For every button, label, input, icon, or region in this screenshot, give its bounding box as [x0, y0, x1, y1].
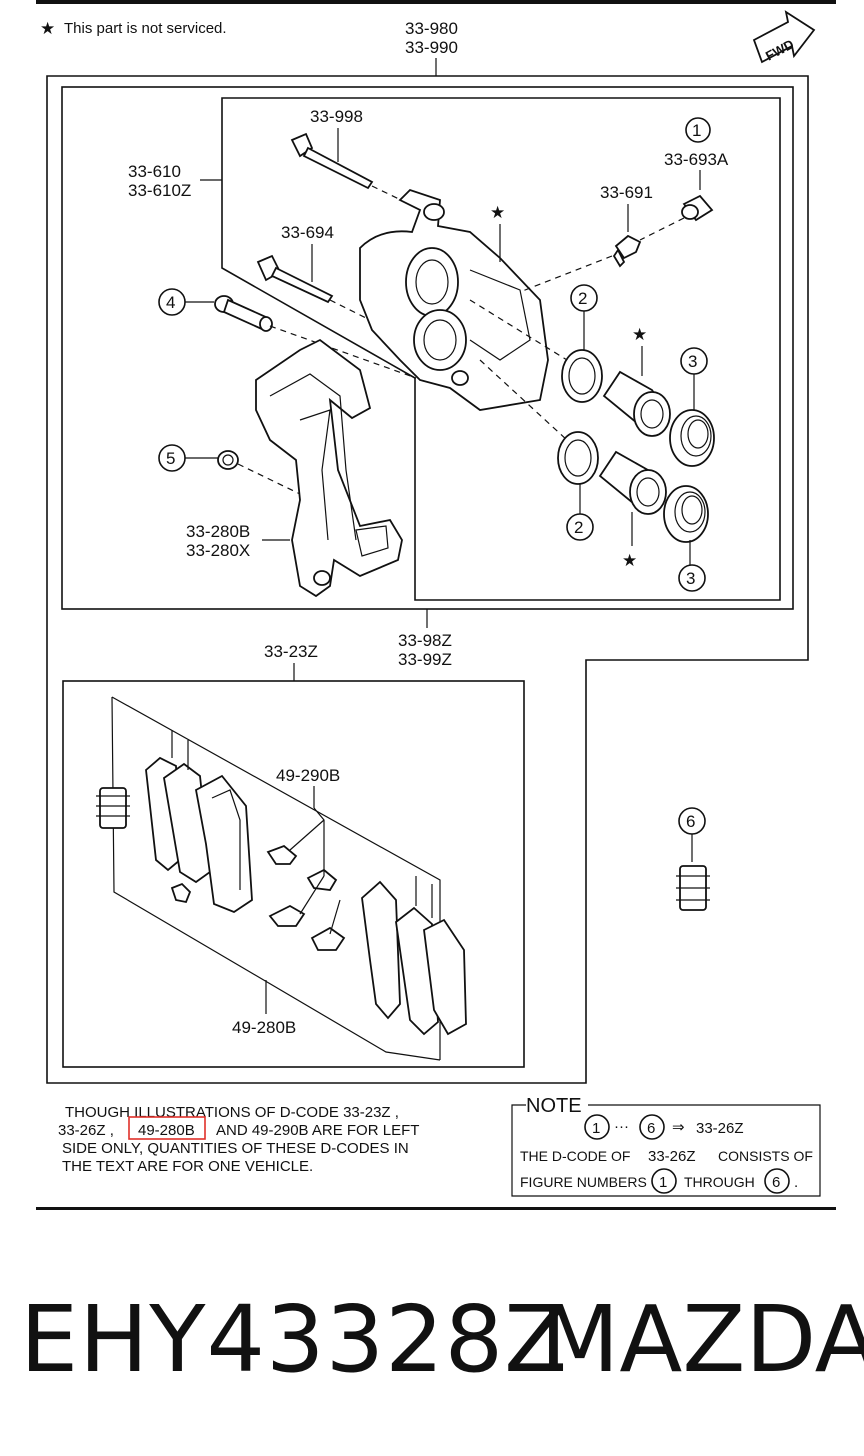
code-49-290b: 49-290B [276, 766, 340, 785]
callout-5-label: 5 [166, 449, 175, 468]
note-box: NOTE 1 ··· 6 ⇒ 33-26Z THE D-CODE OF 33-2… [511, 1095, 821, 1197]
note-line-2-highlight: 49-280B [138, 1122, 195, 1139]
callout-2-upper-label: 2 [578, 289, 587, 308]
dust-boot-upper [669, 409, 715, 467]
pad-clip-5 [310, 926, 346, 951]
piston-upper [602, 370, 671, 437]
piston-lower [598, 450, 667, 515]
bleeder-screw [612, 234, 642, 268]
code-33-99z: 33-99Z [398, 650, 452, 669]
caliper-bracket [255, 338, 403, 598]
legend-text: This part is not serviced. [64, 20, 227, 37]
callout-3-lower-label: 3 [686, 569, 695, 588]
footer: EHY43328Z MAZDA [0, 1290, 864, 1400]
note-callout-1b: 1 [659, 1174, 667, 1191]
note-line-3: SIDE ONLY, QUANTITIES OF THESE D-CODES I… [62, 1140, 409, 1157]
dust-boot-lower [663, 485, 709, 543]
callout-6-label: 6 [686, 812, 695, 831]
brand-name: MAZDA [540, 1286, 864, 1393]
guide-bolt-lower [256, 254, 334, 304]
piston-seal-upper [561, 349, 603, 403]
caliper-body [359, 188, 549, 411]
code-33-694: 33-694 [281, 223, 334, 242]
code-33-691: 33-691 [600, 183, 653, 202]
star-caliper: ★ [490, 203, 505, 222]
boot-part [217, 450, 239, 470]
callout-2-lower-label: 2 [574, 518, 583, 537]
parts-diagram: ★ This part is not serviced. FWD 33-980 … [36, 0, 836, 1210]
star-piston-lower: ★ [622, 551, 637, 570]
code-33-98z: 33-98Z [398, 631, 452, 650]
note-line-2a: 33-26Z , [58, 1122, 114, 1139]
bottom-rule [36, 1207, 836, 1210]
pad-clip-1 [170, 882, 192, 904]
shim-part-6 [676, 865, 710, 911]
code-33-998: 33-998 [310, 107, 363, 126]
callout-1-label: 1 [692, 121, 701, 140]
callout-3-upper-label: 3 [688, 352, 697, 371]
piston-seal-lower [557, 431, 599, 485]
note-paragraph: THOUGH ILLUSTRATIONS OF D-CODE 33-23Z , … [58, 1104, 419, 1175]
note-callout-6: 6 [647, 1120, 655, 1137]
code-33-23z: 33-23Z [264, 642, 318, 661]
brake-pad-inner-3 [194, 774, 253, 914]
guide-bolt-upper [290, 132, 374, 190]
note-target: 33-26Z [696, 1120, 744, 1137]
code-33-610z: 33-610Z [128, 181, 191, 200]
code-33-280x: 33-280X [186, 541, 250, 560]
pin-bushing [214, 295, 273, 332]
note-callout-6b: 6 [772, 1174, 780, 1191]
brake-pad-outer-3 [423, 918, 467, 1036]
brake-pad-outer-1 [361, 880, 401, 1020]
fwd-arrow-icon: FWD [752, 10, 816, 63]
note-line-4: THE TEXT ARE FOR ONE VEHICLE. [62, 1158, 313, 1175]
part-number: EHY43328Z [20, 1286, 569, 1393]
top-rule [36, 0, 836, 4]
note-line-3-mid: THROUGH [684, 1174, 755, 1190]
code-33-280b: 33-280B [186, 522, 250, 541]
legend-star: ★ [40, 19, 55, 38]
pad-clip-4 [268, 904, 306, 927]
note-line-2a: THE D-CODE OF [520, 1148, 630, 1164]
code-49-280b: 49-280B [232, 1018, 296, 1037]
note-title: NOTE [526, 1095, 582, 1117]
note-line-1: THOUGH ILLUSTRATIONS OF D-CODE 33-23Z , [65, 1104, 399, 1121]
code-33-610: 33-610 [128, 162, 181, 181]
piston-frame [221, 97, 781, 601]
highlight-box [128, 1116, 206, 1140]
note-dots: ··· [614, 1118, 629, 1135]
bleeder-cap [681, 194, 714, 222]
outer-frame [46, 75, 809, 1084]
note-line-2-code: 33-26Z [648, 1148, 696, 1165]
note-callout-1: 1 [592, 1120, 600, 1137]
code-33-693a: 33-693A [664, 150, 729, 169]
note-line-2b: CONSISTS OF [718, 1148, 813, 1164]
note-line-3-end: . [794, 1174, 798, 1191]
callout-4-label: 4 [166, 293, 175, 312]
pad-clip-2 [266, 844, 298, 865]
star-piston-upper: ★ [632, 325, 647, 344]
note-line-2b: AND 49-290B ARE FOR LEFT [216, 1122, 419, 1139]
code-33-980: 33-980 [405, 19, 458, 38]
note-arrow: ⇒ [672, 1119, 685, 1136]
pad-kit-frame [62, 680, 525, 1068]
note-line-3a: FIGURE NUMBERS [520, 1174, 647, 1190]
anti-squeal-shim [96, 787, 130, 829]
code-33-990: 33-990 [405, 38, 458, 57]
